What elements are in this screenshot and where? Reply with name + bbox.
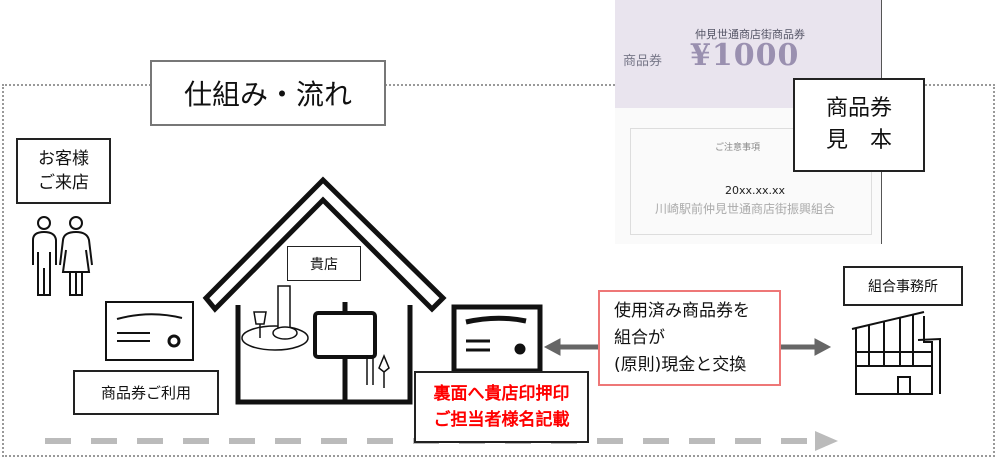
office-building-icon <box>851 311 941 395</box>
exchange-line2: 組合が <box>614 327 665 348</box>
exchange-description: 使用済み商品券を組合が (原則)現金と交換 <box>598 290 781 386</box>
shop-house-icon <box>202 176 447 405</box>
customer-line2: ご来店 <box>38 173 89 193</box>
voucher-notes-title: ご注意事項 <box>715 143 761 153</box>
voucher-use-label: 商品券ご利用 <box>73 370 219 415</box>
exchange-line1: 使用済み商品券を <box>614 300 750 321</box>
stamped-voucher-icon <box>451 304 543 374</box>
shop-label: 貴店 <box>287 246 361 281</box>
voucher-sample-image: 仲見世通商店街商品券 商品券 ¥1000 ご注意事項 20xx.xx.xx 川崎… <box>615 0 882 244</box>
voucher-back-border <box>630 128 872 235</box>
office-label: 組合事務所 <box>843 266 963 306</box>
sample-line2: 見 本 <box>825 128 892 153</box>
stamp-line1: 裏面へ貴店印押印 <box>433 384 570 404</box>
customer-label: お客様ご来店 <box>16 138 111 204</box>
dotted-frame <box>2 84 995 457</box>
voucher-expiry: 20xx.xx.xx <box>725 184 786 197</box>
stamp-instruction: 裏面へ貴店印押印ご担当者様名記載 <box>414 371 589 443</box>
exchange-arrows <box>543 338 832 356</box>
page-title: 仕組み・流れ <box>150 60 386 126</box>
voucher-icon <box>105 301 194 361</box>
customers-icon <box>32 216 93 296</box>
voucher-header: 仲見世通商店街商品券 <box>695 28 805 41</box>
stamp-line2: ご担当者様名記載 <box>433 410 570 430</box>
voucher-issuer: 川崎駅前仲見世通商店街振興組合 <box>655 202 836 216</box>
sample-line1: 商品券 <box>825 96 892 121</box>
voucher-side-label: 商品券 <box>623 54 663 69</box>
voucher-amount: ¥1000 <box>690 38 800 73</box>
exchange-line3: (原則)現金と交換 <box>614 354 747 375</box>
customer-line1: お客様 <box>38 149 89 169</box>
sample-label: 商品券見 本 <box>793 78 925 172</box>
